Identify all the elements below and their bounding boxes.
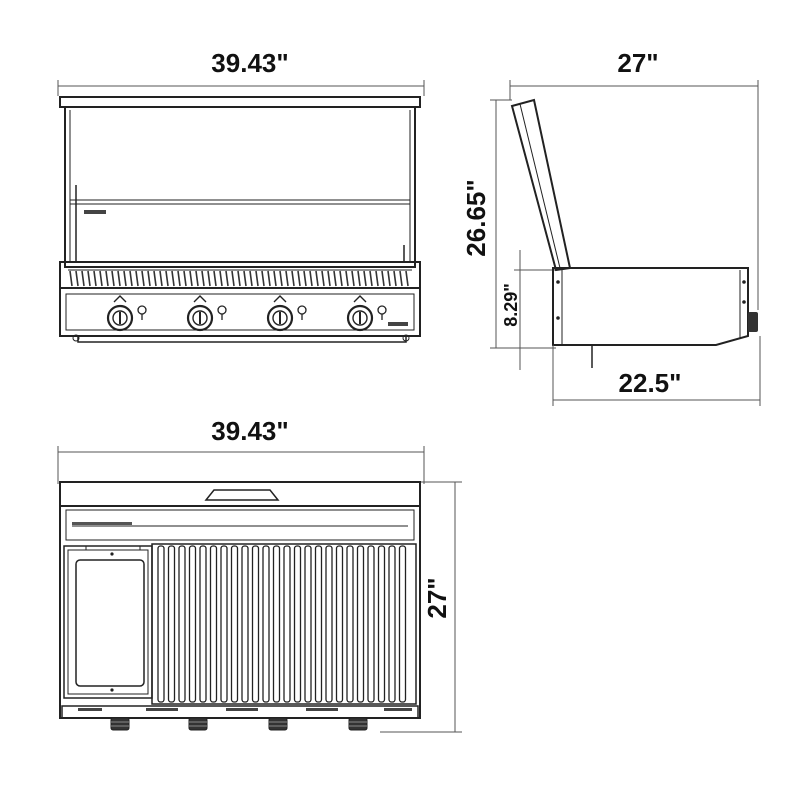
side-body-height-dimension-line — [514, 250, 556, 370]
side-depth-label: 27" — [617, 48, 658, 78]
grate-bar — [377, 545, 386, 703]
front-knob — [346, 295, 387, 332]
flame-icon — [353, 295, 367, 303]
top-knob — [188, 717, 208, 731]
front-width-label: 39.43" — [211, 48, 288, 78]
grate-bar — [209, 545, 218, 703]
igniter-icon — [217, 305, 227, 315]
front-knob — [186, 295, 227, 332]
side-view: 27" 26.65" 8.29" — [461, 48, 761, 406]
igniter-icon — [137, 305, 147, 315]
front-control-panel — [59, 287, 421, 343]
grate-bar — [325, 545, 333, 703]
top-width-label: 39.43" — [211, 416, 288, 446]
grate-bar — [178, 545, 186, 703]
grate-bar — [272, 545, 281, 703]
top-griddle-plate — [63, 545, 153, 699]
top-grill-grate — [151, 543, 417, 705]
top-width-dimension-line — [57, 446, 425, 484]
flame-icon — [273, 295, 287, 303]
side-body — [552, 267, 758, 368]
side-height-label: 26.65" — [461, 179, 491, 256]
top-knob — [110, 717, 130, 731]
front-lid-logo — [84, 210, 106, 214]
side-knob — [748, 312, 758, 332]
flame-icon — [113, 295, 127, 303]
grate-bar — [188, 545, 197, 703]
top-lid-handle — [204, 489, 280, 501]
front-knob — [106, 295, 147, 332]
grate-bar — [304, 545, 312, 703]
side-depth-dimension-line — [509, 80, 759, 310]
grate-bar — [157, 545, 165, 703]
grate-bar — [388, 545, 396, 703]
flame-icon — [193, 295, 207, 303]
top-knob — [348, 717, 368, 731]
grate-bar — [367, 545, 375, 703]
grate-bar — [167, 545, 176, 703]
front-grate — [59, 261, 421, 289]
front-knob — [266, 295, 307, 332]
side-body-height-label: 8.29" — [501, 283, 521, 327]
grate-bar — [314, 545, 323, 703]
top-body — [59, 481, 421, 719]
top-depth-label: 27" — [422, 577, 452, 618]
grate-bar — [335, 545, 344, 703]
front-width-dimension-line — [57, 80, 425, 96]
grate-bar — [398, 545, 407, 703]
igniter-icon — [297, 305, 307, 315]
side-lid — [510, 98, 572, 272]
front-view: 39.43" — [57, 48, 425, 343]
side-body-depth-label: 22.5" — [619, 368, 682, 398]
front-panel-logo — [388, 322, 408, 326]
side-height-dimension-line — [490, 99, 556, 349]
grate-bar — [293, 545, 302, 703]
top-knobs — [110, 717, 368, 731]
front-lid — [59, 96, 421, 268]
igniter-icon — [377, 305, 387, 315]
grate-bar — [262, 545, 270, 703]
grate-bar — [241, 545, 249, 703]
grate-bar — [220, 545, 228, 703]
grate-bar — [199, 545, 207, 703]
grate-bar — [230, 545, 239, 703]
grate-bar — [346, 545, 354, 703]
side-body-depth-dimension-line — [552, 336, 761, 406]
grate-bar — [283, 545, 291, 703]
top-knob — [268, 717, 288, 731]
top-depth-dimension-line — [380, 481, 462, 733]
grate-bar — [356, 545, 365, 703]
grate-bar — [251, 545, 260, 703]
top-view: 39.43" 27" — [57, 416, 462, 733]
